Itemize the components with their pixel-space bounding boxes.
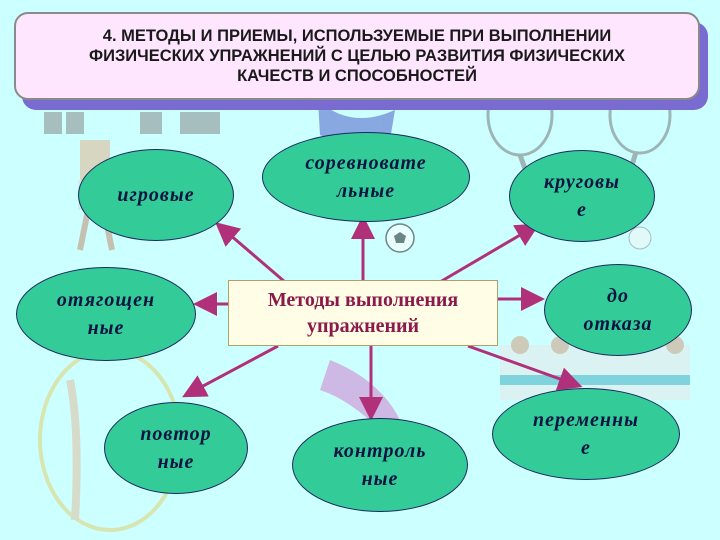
node-repeated: повтор ные: [104, 402, 248, 494]
arrow-repeated: [182, 344, 279, 398]
node-game: игровые: [78, 149, 234, 241]
node-variable: переменны е: [492, 388, 680, 480]
node-game-label: игровые: [117, 184, 195, 206]
node-weighted: отягощен ные: [16, 267, 196, 361]
arrow-variable: [467, 344, 583, 391]
node-repeated-label: повтор ные: [140, 423, 212, 473]
center-node: Методы выполнения упражнений: [228, 280, 498, 346]
arrow-game: [215, 222, 286, 284]
node-variable-label: переменны е: [532, 409, 640, 459]
node-control-label: контроль ные: [333, 440, 427, 490]
arrow-circuit: [439, 223, 540, 284]
node-to-failure-label: до отказа: [583, 285, 653, 335]
title-box: 4. МЕТОДЫ И ПРИЕМЫ, ИСПОЛЬЗУЕМЫЕ ПРИ ВЫП…: [14, 12, 700, 100]
node-circuit: круговы е: [509, 150, 655, 242]
node-competitive: соревновате льные: [262, 132, 470, 222]
scoreboard-icon: [44, 112, 220, 134]
node-circuit-label: круговы е: [544, 171, 620, 221]
center-node-label: Методы выполнения упражнений: [267, 289, 459, 337]
node-competitive-label: соревновате льные: [305, 152, 427, 202]
node-to-failure: до отказа: [544, 264, 692, 356]
tennis-ball-icon: [628, 226, 652, 250]
node-weighted-label: отягощен ные: [56, 289, 156, 339]
node-control: контроль ные: [292, 418, 468, 512]
page-title: 4. МЕТОДЫ И ПРИЕМЫ, ИСПОЛЬЗУЕМЫЕ ПРИ ВЫП…: [89, 27, 625, 85]
